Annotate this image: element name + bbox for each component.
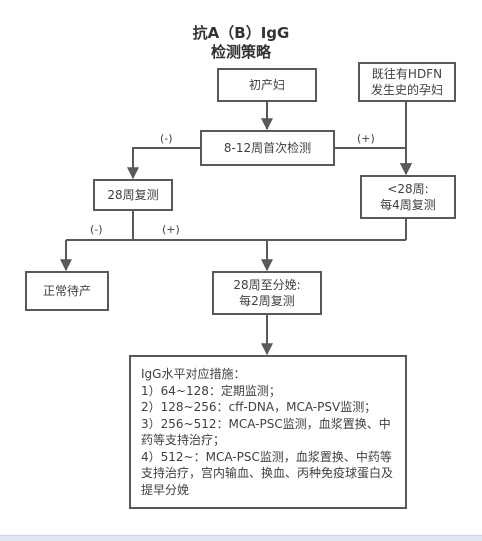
node-igg-measures: IgG水平对应措施： 1）64~128：定期监测； 2）128~256：cff-… — [129, 355, 407, 509]
node-before28: <28周: 每4周复测 — [360, 175, 456, 219]
edge-first-test-positive — [335, 147, 412, 176]
node-week28-to-delivery: 28周至分娩: 每2周复测 — [212, 271, 322, 315]
node-week28-to-delivery-line1: 28周至分娩: — [233, 278, 301, 292]
node-normal-delivery-text: 正常待产 — [42, 284, 91, 298]
diagram-title-line2: 检测策略 — [210, 43, 271, 61]
node-week28-to-delivery-line2: 每2周复测 — [239, 294, 295, 308]
label-retest-negative: (-) — [90, 223, 103, 236]
node-hdfn-history-line1: 既往有HDFN — [371, 67, 443, 81]
node-normal-delivery: 正常待产 — [25, 271, 109, 311]
node-week28-retest: 28周复测 — [93, 179, 173, 211]
node-hdfn-history: 既往有HDFN 发生史的孕妇 — [358, 62, 456, 102]
measures-item-2: 2）128~256：cff-DNA，MCA-PSV监测； — [141, 400, 377, 414]
label-first-positive: (+) — [357, 132, 375, 145]
bottom-border-strip — [0, 535, 482, 541]
measures-item-3: 3）256~512：MCA-PSC监测，血浆置换、中药等支持治疗； — [141, 416, 391, 448]
node-first-test: 8-12周首次检测 — [200, 130, 335, 166]
label-retest-positive: (+) — [162, 223, 180, 236]
measures-heading: IgG水平对应措施： — [141, 367, 246, 381]
node-primigravida: 初产妇 — [217, 68, 317, 102]
node-first-test-text: 8-12周首次检测 — [223, 141, 312, 155]
label-first-negative: (-) — [160, 132, 173, 145]
node-week28-retest-text: 28周复测 — [107, 188, 159, 202]
node-primigravida-text: 初产妇 — [248, 78, 285, 92]
node-before28-line1: <28周: — [387, 182, 429, 196]
edge-first-test-negative — [127, 147, 200, 180]
node-before28-line2: 每4周复测 — [380, 198, 436, 212]
measures-item-1: 1）64~128：定期监测； — [141, 383, 281, 398]
diagram-title-line1: 抗A（B）IgG — [192, 24, 290, 42]
node-hdfn-history-line2: 发生史的孕妇 — [370, 83, 443, 97]
measures-item-4: 4）512~：MCA-PSC监测，血浆置换、中药等支持治疗，宫内输血、换血、丙种… — [141, 449, 394, 497]
